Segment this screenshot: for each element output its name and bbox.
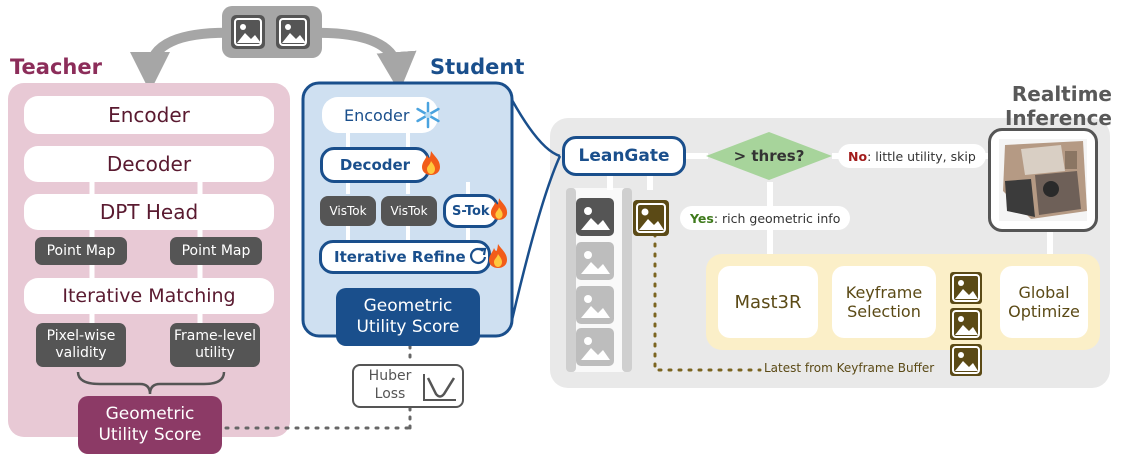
huber-loss-box: Huber Loss [352, 364, 464, 408]
teacher-iterative-matching: Iterative Matching [24, 278, 274, 314]
student-score: Geometric Utility Score [336, 288, 480, 346]
student-vistok-1: VisTok [320, 196, 376, 226]
no-text: : little utility, skip [867, 148, 976, 164]
teacher-score: Geometric Utility Score [78, 396, 222, 454]
image-icon [231, 15, 265, 49]
teacher-point-map-right: Point Map [170, 237, 262, 265]
keyframe-icons [950, 272, 982, 376]
teacher-pixel-validity: Pixel-wise validity [36, 323, 126, 367]
fire-icon [490, 198, 508, 220]
yes-text: : rich geometric info [713, 210, 841, 226]
yes-branch-note: Yes : rich geometric info [680, 206, 851, 230]
reconstruction-preview [988, 128, 1098, 232]
image-icon [576, 198, 614, 236]
image-icon [950, 344, 982, 376]
refresh-icon [470, 247, 487, 264]
teacher-point-map-left: Point Map [35, 237, 127, 265]
threshold-label: > thres? [733, 147, 805, 165]
student-iterative-refine: Iterative Refine [319, 240, 491, 274]
no-label: No [848, 148, 868, 164]
student-title: Student [430, 55, 525, 79]
inference-title: Realtime Inference [1004, 82, 1112, 130]
image-icon [576, 286, 614, 324]
arrow-to-teacher [130, 27, 239, 92]
point-cloud-image [999, 139, 1087, 221]
teacher-frame-utility: Frame-level utility [170, 323, 260, 367]
image-icon [576, 242, 614, 280]
teacher-decoder: Decoder [24, 146, 274, 182]
student-vistok-2: VisTok [381, 196, 437, 226]
fire-icon [489, 244, 507, 268]
threshold-diamond [706, 132, 832, 180]
fire-icon [422, 151, 440, 175]
snowflake-icon [416, 101, 440, 129]
frame-buffer-icons [576, 198, 614, 366]
yes-label: Yes [690, 210, 714, 226]
image-icon [576, 328, 614, 366]
student-decoder: Decoder [320, 147, 430, 183]
keyframe-selection-box: Keyframe Selection [832, 266, 936, 338]
leangate-box: LeanGate [562, 136, 686, 176]
student-encoder-label: Encoder [344, 105, 410, 125]
image-icon [950, 308, 982, 340]
mast3r-box: Mast3R [718, 266, 818, 338]
arrow-to-student [304, 27, 417, 92]
student-encoder: Encoder [322, 97, 438, 133]
buffer-note: Latest from Keyframe Buffer [762, 361, 937, 375]
teacher-encoder: Encoder [24, 96, 274, 134]
image-icon [633, 200, 669, 236]
global-optimize-box: Global Optimize [1000, 266, 1088, 338]
teacher-dpt-head: DPT Head [24, 194, 274, 230]
teacher-title: Teacher [10, 55, 102, 79]
image-icon [950, 272, 982, 304]
huber-curve-icon [423, 374, 456, 401]
no-branch-note: No : little utility, skip [838, 144, 986, 168]
image-icon [276, 15, 310, 49]
merge-brace [76, 371, 226, 395]
huber-loss-label: Huber Loss [368, 368, 412, 402]
